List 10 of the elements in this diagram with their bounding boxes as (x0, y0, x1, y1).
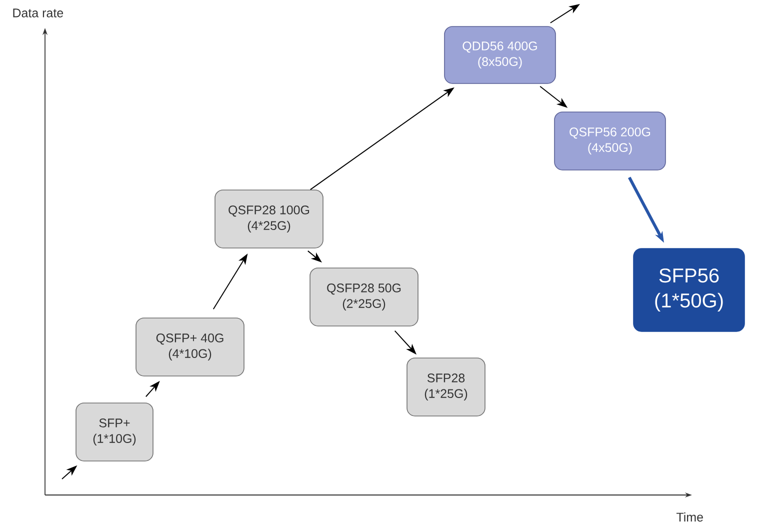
axis-label: Time (676, 512, 703, 522)
module-box: QSFP28 50G (2*25G) (310, 268, 418, 326)
module-box: QSFP28 100G (4*25G) (214, 190, 324, 248)
axis-label: Data rate (13, 8, 64, 18)
module-box: QDD56 400G (8x50G) (444, 26, 556, 84)
module-box: QSFP56 200G (4x50G) (554, 112, 666, 170)
module-box: SFP28 (1*25G) (406, 358, 486, 416)
module-box: SFP56 (1*50G) (633, 248, 745, 332)
module-box: SFP+ (1*10G) (76, 402, 154, 462)
module-box: QSFP+ 40G (4*10G) (136, 318, 244, 376)
